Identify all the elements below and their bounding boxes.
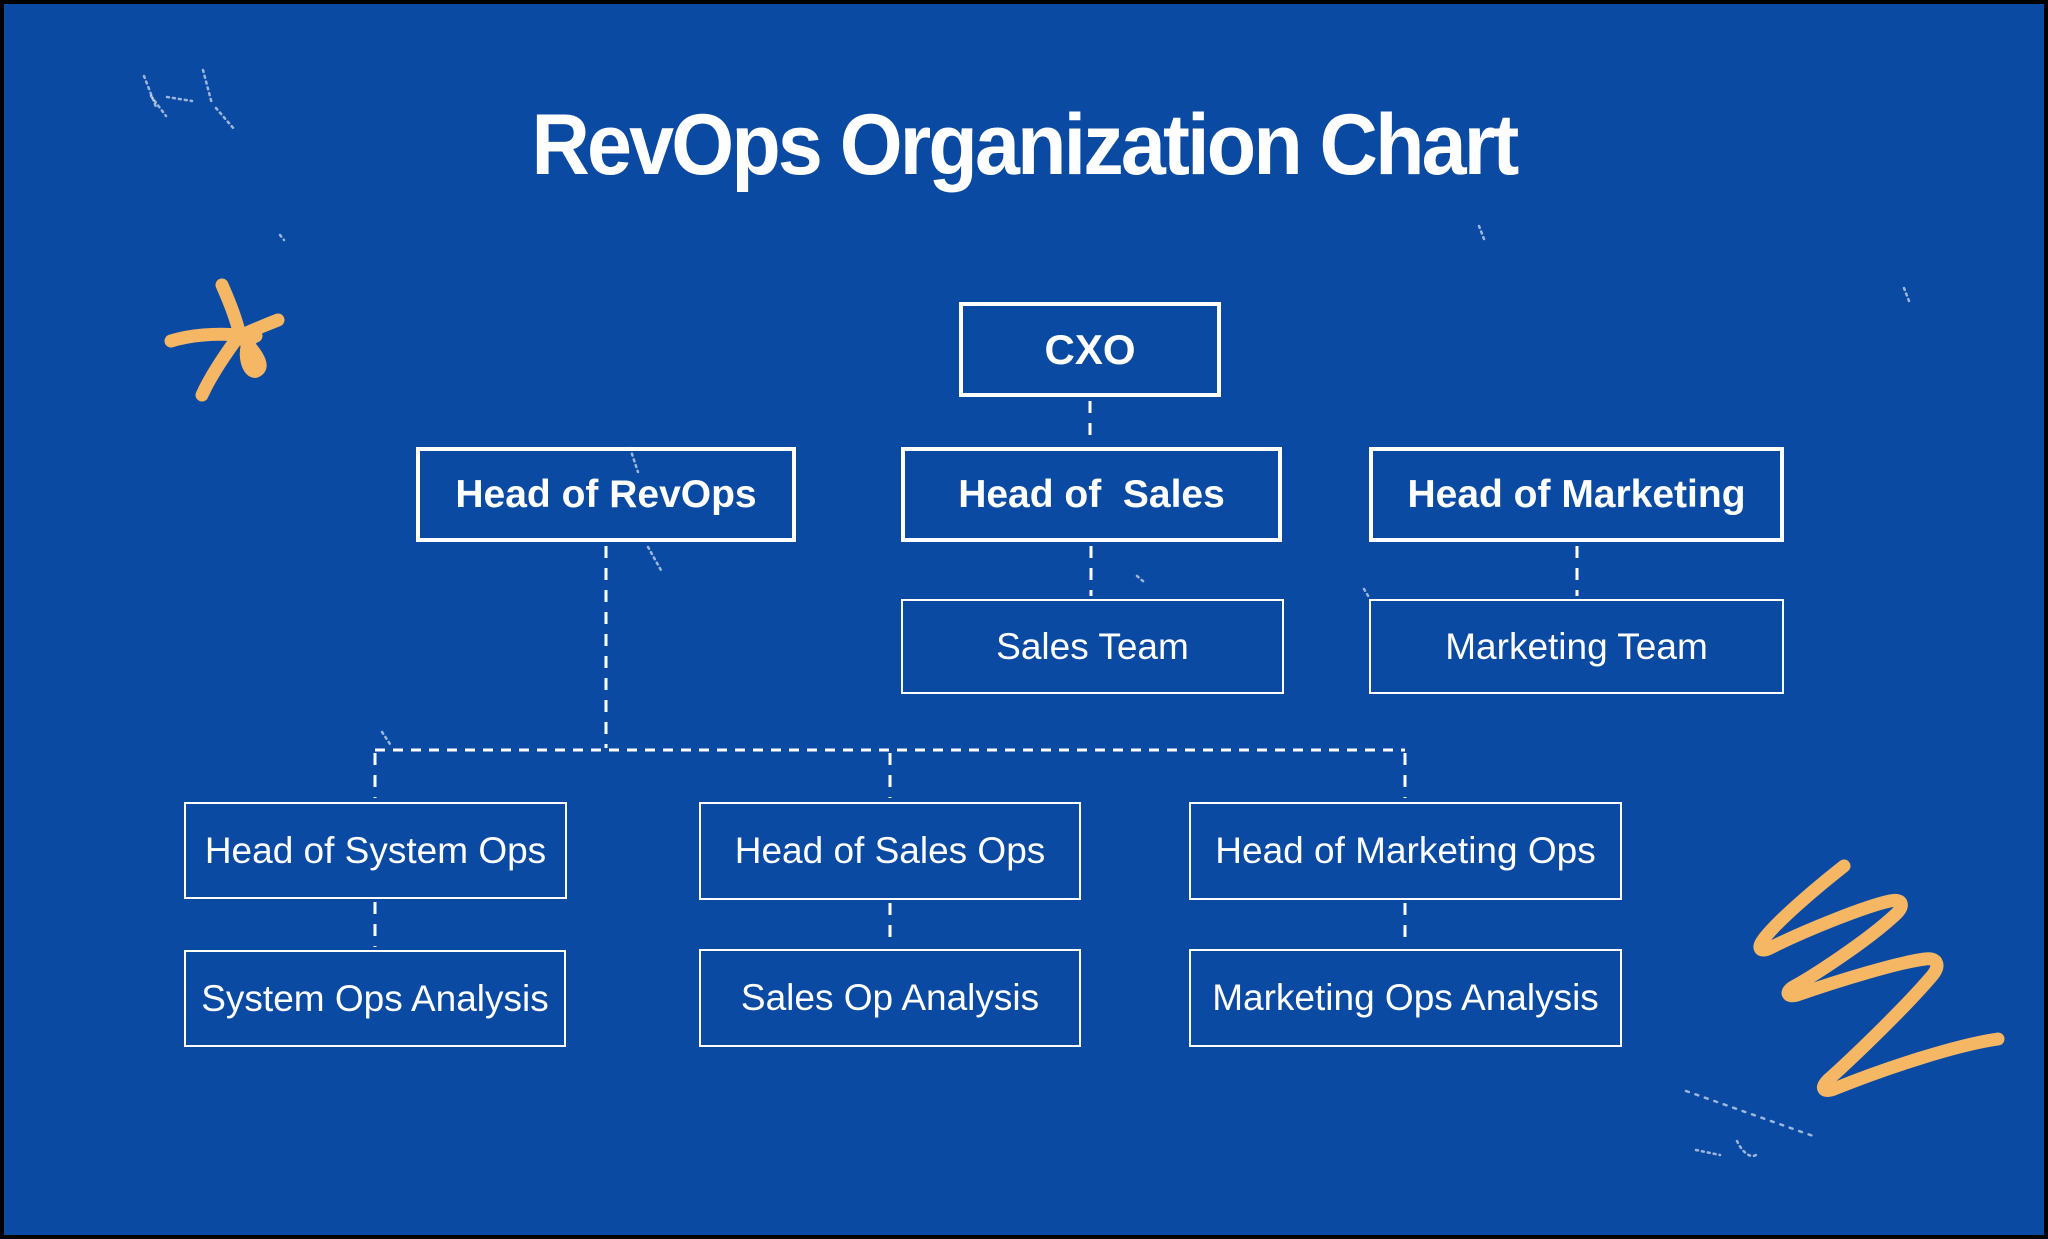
- page-title: RevOps Organization Chart: [531, 97, 1519, 193]
- org-node-label: Head of Marketing: [1407, 472, 1746, 516]
- org-node-sales-op-analysis: Sales Op Analysis: [699, 949, 1081, 1047]
- org-node-label: System Ops Analysis: [201, 977, 549, 1019]
- org-node-sales-team: Sales Team: [901, 599, 1284, 694]
- org-node-label: Sales Op Analysis: [740, 977, 1040, 1018]
- org-node-label: Marketing Team: [1445, 625, 1708, 667]
- org-node-label: Head of Sales Ops: [734, 830, 1046, 871]
- org-node-head-of-marketing: Head of Marketing: [1369, 447, 1784, 542]
- zigzag-scribble-doodle: [1753, 859, 2005, 1097]
- org-node-head-of-sales: Head of Sales: [901, 447, 1282, 542]
- org-node-head-of-sales-ops: Head of Sales Ops: [699, 802, 1081, 900]
- star-scribble-doodle: [164, 278, 285, 402]
- org-node-head-of-system-ops: Head of System Ops: [184, 802, 567, 899]
- org-node-marketing-team: Marketing Team: [1369, 599, 1784, 694]
- org-node-label: Sales Team: [996, 625, 1189, 667]
- org-node-label: Head of Marketing Ops: [1215, 830, 1596, 871]
- org-node-label: Head of Sales: [958, 472, 1225, 516]
- org-node-marketing-ops-analysis: Marketing Ops Analysis: [1189, 949, 1622, 1047]
- org-node-head-of-revops: Head of RevOps: [416, 447, 796, 542]
- org-node-cxo: CXO: [959, 302, 1221, 397]
- org-node-label: Marketing Ops Analysis: [1212, 977, 1599, 1018]
- org-node-head-of-marketing-ops: Head of Marketing Ops: [1189, 802, 1622, 900]
- org-node-label: CXO: [1044, 325, 1136, 373]
- org-node-system-ops-analysis: System Ops Analysis: [184, 950, 566, 1047]
- org-node-label: Head of RevOps: [455, 472, 757, 516]
- org-node-label: Head of System Ops: [204, 829, 547, 871]
